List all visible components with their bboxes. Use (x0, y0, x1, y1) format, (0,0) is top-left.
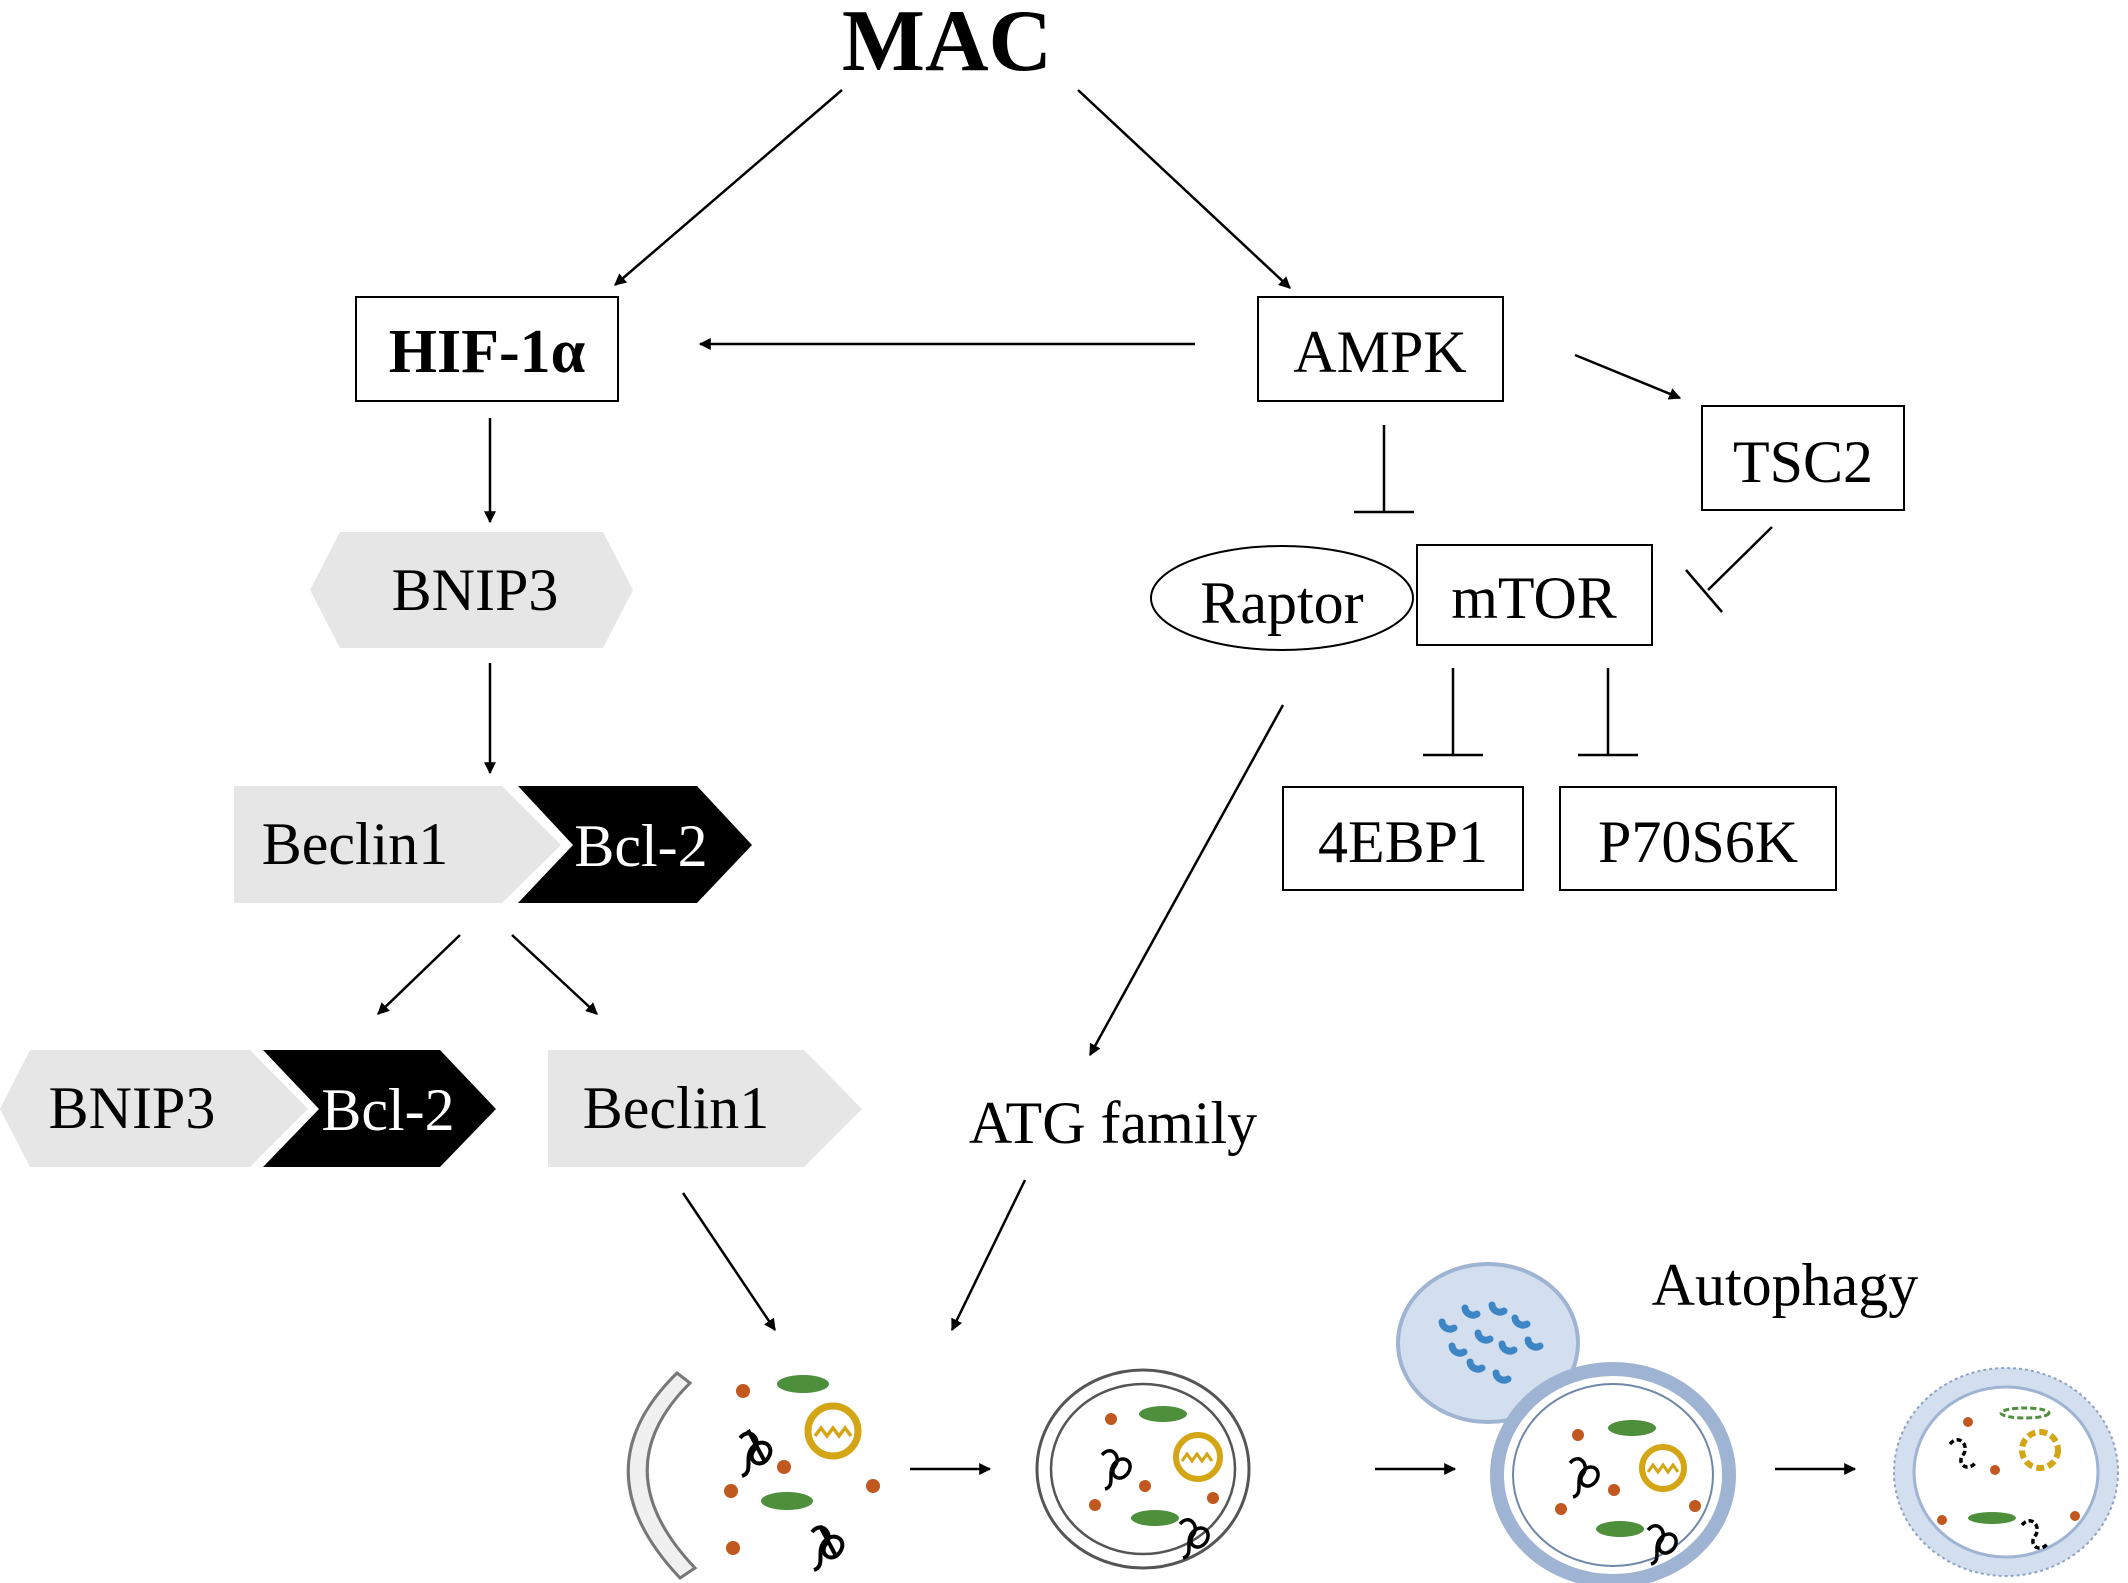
degraded-cargo-icon (1937, 1406, 2080, 1550)
node-ampk-label: AMPK (1293, 319, 1466, 385)
node-bnip3-top-label: BNIP3 (392, 557, 559, 623)
arrow-mac-to-ampk (1077, 89, 1291, 289)
node-4ebp1: 4EBP1 (1282, 786, 1524, 891)
lysosomal-enzymes-icon (1438, 1301, 1544, 1384)
activation-arrows (377, 89, 1857, 1475)
node-bcl2-top-label: Bcl-2 (574, 813, 707, 879)
inhibit-mtor-4ebp1 (1423, 668, 1483, 757)
arrow-raptor-to-atg (1088, 704, 1285, 1057)
inhibit-ampk-mtor (1354, 425, 1414, 514)
inhibit-mtor-p70s6k (1578, 668, 1638, 757)
phagophore-membrane-icon (626, 1371, 698, 1580)
title-mac: MAC (842, 0, 1052, 90)
node-bnip3-bottom-label: BNIP3 (49, 1075, 216, 1141)
node-tsc2-label: TSC2 (1733, 429, 1873, 495)
node-mtor: mTOR (1416, 544, 1653, 646)
stage-autophagosome (1035, 1368, 1251, 1570)
node-raptor-label: Raptor (1200, 570, 1363, 636)
fused-autophagosome-icon (1490, 1362, 1736, 1583)
stage-lysosome-fusion (1396, 1262, 1736, 1583)
node-bnip3-top: BNIP3 (310, 532, 633, 648)
arrow-ampk-to-tsc2 (1574, 353, 1682, 400)
node-4ebp1-label: 4EBP1 (1318, 809, 1488, 875)
arrow-complex-to-bnip3-bcl2 (377, 934, 461, 1015)
node-bcl2-bottom: Bcl-2 (263, 1050, 496, 1167)
node-bcl2-bottom-label: Bcl-2 (321, 1077, 454, 1143)
node-raptor: Raptor (1150, 545, 1414, 651)
node-ampk: AMPK (1257, 296, 1504, 402)
arrow-beclin1-to-autophagy (681, 1192, 777, 1331)
label-autophagy: Autophagy (1652, 1252, 1919, 1318)
stage-phagophore (626, 1371, 880, 1580)
node-beclin1-bottom: Beclin1 (548, 1050, 862, 1167)
arrow-mac-to-hif (614, 89, 843, 286)
label-atg-family: ATG family (969, 1090, 1257, 1156)
node-hif-label: HIF-1α (389, 318, 585, 386)
node-bnip3-bottom: BNIP3 (0, 1050, 308, 1167)
node-beclin1-top-label: Beclin1 (262, 811, 449, 877)
arrow-atg-to-autophagy (950, 1179, 1027, 1332)
cargo-organelles-icon (1555, 1420, 1701, 1566)
cargo-organelles-icon (724, 1375, 880, 1572)
node-bcl2-top: Bcl-2 (518, 786, 752, 903)
node-hif: HIF-1α (355, 296, 619, 402)
node-p70s6k-label: P70S6K (1598, 809, 1798, 875)
node-mtor-label: mTOR (1451, 565, 1617, 631)
node-tsc2: TSC2 (1701, 405, 1905, 511)
cargo-organelles-icon (1089, 1406, 1223, 1560)
inhibit-tsc2-mtor (1685, 526, 1773, 613)
arrow-complex-to-beclin1 (511, 934, 598, 1015)
node-beclin1-top: Beclin1 (234, 786, 561, 903)
node-beclin1-bottom-label: Beclin1 (583, 1075, 770, 1141)
inhibition-lines (1354, 425, 1773, 757)
stage-autolysosome (1893, 1367, 2119, 1577)
autophagosome-membrane-icon (1035, 1368, 1251, 1570)
node-p70s6k: P70S6K (1559, 786, 1837, 891)
